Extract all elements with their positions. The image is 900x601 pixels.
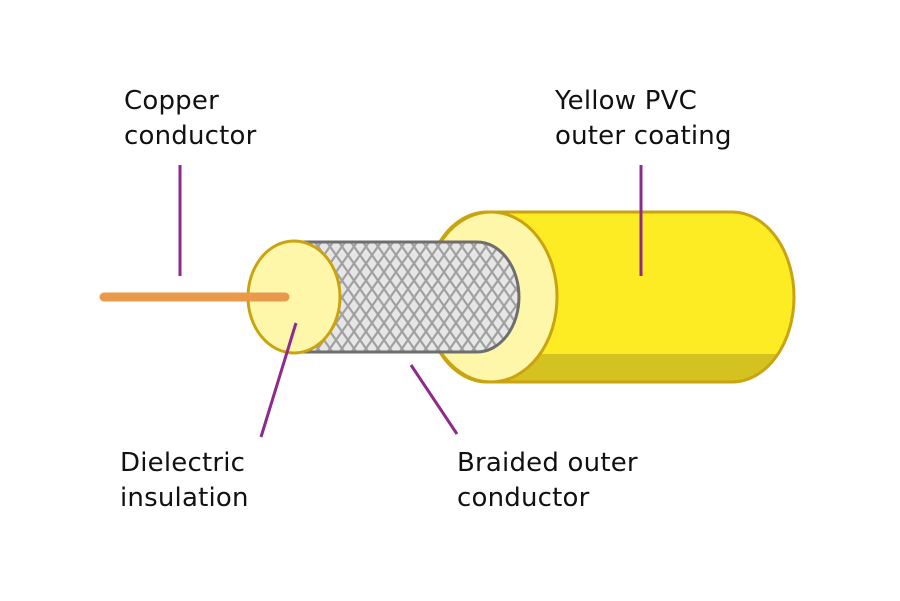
label-dielectric-insulation: Dielectric insulation	[120, 446, 249, 516]
leader-line-braid	[409, 364, 459, 435]
leader-line-dielectric	[259, 322, 298, 438]
label-pvc-line2: outer coating	[555, 121, 732, 151]
label-copper-line2: conductor	[124, 121, 257, 151]
label-dielectric-line2: insulation	[120, 483, 249, 513]
label-dielectric-line1: Dielectric	[120, 448, 246, 478]
label-copper-line1: Copper	[124, 86, 219, 116]
label-copper-conductor: Copper conductor	[124, 84, 257, 154]
label-braided-conductor: Braided outer conductor	[457, 446, 638, 516]
braided-outer-conductor	[294, 240, 521, 354]
label-pvc-coating: Yellow PVC outer coating	[555, 84, 732, 154]
label-braid-line2: conductor	[457, 483, 590, 513]
label-braid-line1: Braided outer	[457, 448, 638, 478]
label-pvc-line1: Yellow PVC	[555, 86, 697, 116]
